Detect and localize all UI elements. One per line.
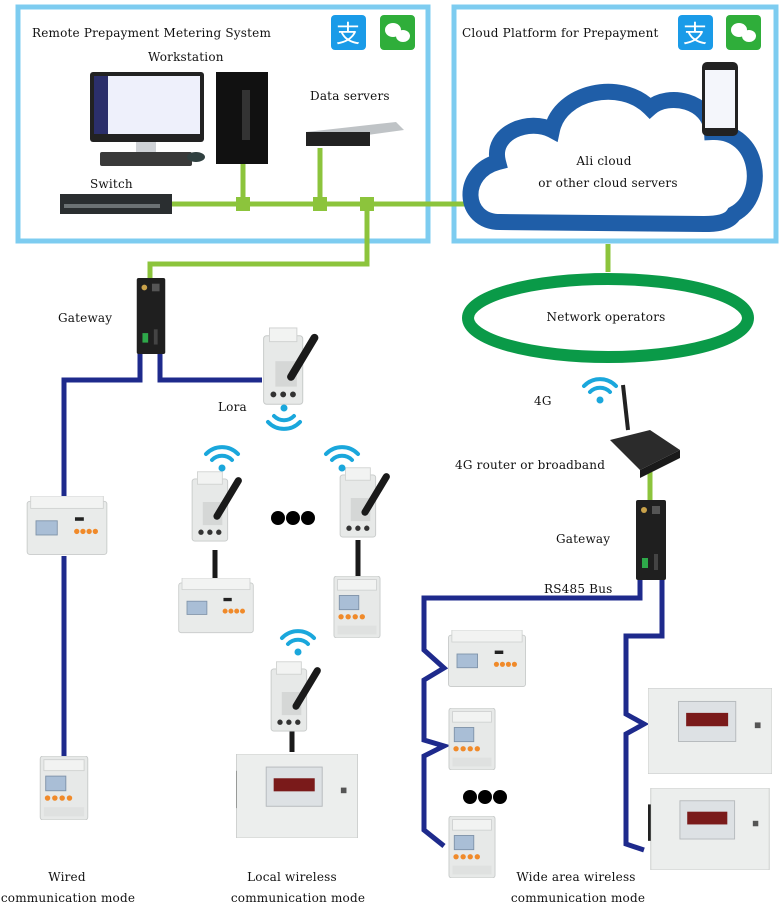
local-meter-single-phase xyxy=(333,576,381,638)
network-operators-ring xyxy=(462,273,754,363)
gateway-right-label: Gateway xyxy=(556,532,611,546)
rs485-bus-label: RS485 Bus xyxy=(544,582,613,596)
workstation-tower xyxy=(216,72,268,164)
bus-meter-cabinet-2 xyxy=(648,788,770,870)
local-meter-cabinet xyxy=(236,754,358,838)
wifi-icon xyxy=(280,629,316,658)
gateway-right xyxy=(636,500,666,580)
mode-local-line1: Local wireless xyxy=(247,870,337,884)
bus-meter-cabinet-1 xyxy=(648,688,772,774)
more-devices-ellipsis xyxy=(271,511,315,525)
right-panel-frame xyxy=(451,4,779,244)
mode-local-line2: communication mode xyxy=(230,891,366,905)
data-server xyxy=(306,122,404,146)
local-meter-three-phase xyxy=(178,578,254,634)
network-switch xyxy=(60,194,172,214)
alipay-icon: 支 xyxy=(678,15,713,50)
bus-meter-single-phase-1 xyxy=(448,708,496,770)
rs485-bus-lines xyxy=(61,350,665,853)
cloud-label-line1: Ali cloud xyxy=(576,154,632,168)
wifi-icon xyxy=(582,377,618,406)
wired-meter-single-phase xyxy=(39,756,89,820)
wifi-icon xyxy=(204,445,240,474)
mode-wide-line2: communication mode xyxy=(510,891,646,905)
cloud-shape xyxy=(462,83,763,233)
workstation-monitor xyxy=(90,72,205,166)
bus-meter-single-phase-2 xyxy=(448,816,496,878)
lora-module-2 xyxy=(340,468,386,537)
mode-wired-line1: Wired xyxy=(48,870,86,884)
svg-text:支: 支 xyxy=(683,20,707,48)
wifi-icon xyxy=(266,402,302,431)
svg-text:支: 支 xyxy=(336,20,360,48)
lora-concentrator xyxy=(264,328,315,404)
switch-label: Switch xyxy=(90,177,133,191)
wired-meter-three-phase xyxy=(26,496,108,555)
left-panel-frame xyxy=(15,4,431,244)
left-panel-title: Remote Prepayment Metering System xyxy=(32,26,272,40)
smartphone xyxy=(702,62,738,136)
workstation-label: Workstation xyxy=(148,50,224,64)
cloud-label-line2: or other cloud servers xyxy=(538,176,678,190)
4g-label: 4G xyxy=(534,394,552,408)
wechat-icon xyxy=(726,15,761,50)
bus-meter-three-phase xyxy=(447,630,527,688)
data-servers-label: Data servers xyxy=(310,89,390,103)
more-meters-ellipsis xyxy=(463,790,507,804)
alipay-icon: 支 xyxy=(331,15,366,50)
mode-wide-line1: Wide area wireless xyxy=(516,870,636,884)
network-operators-label: Network operators xyxy=(546,310,666,324)
ethernet-junctions xyxy=(236,197,374,211)
4g-router xyxy=(610,384,680,478)
gateway-left xyxy=(136,278,166,354)
router-label: 4G router or broadband xyxy=(455,458,606,472)
lora-module-3 xyxy=(271,662,317,731)
wechat-icon xyxy=(380,15,415,50)
mode-wired-line2: communication mode xyxy=(0,891,136,905)
right-panel-title: Cloud Platform for Prepayment xyxy=(462,26,659,40)
lora-label: Lora xyxy=(218,400,247,414)
gateway-left-label: Gateway xyxy=(58,311,113,325)
lora-module-1 xyxy=(192,472,238,541)
